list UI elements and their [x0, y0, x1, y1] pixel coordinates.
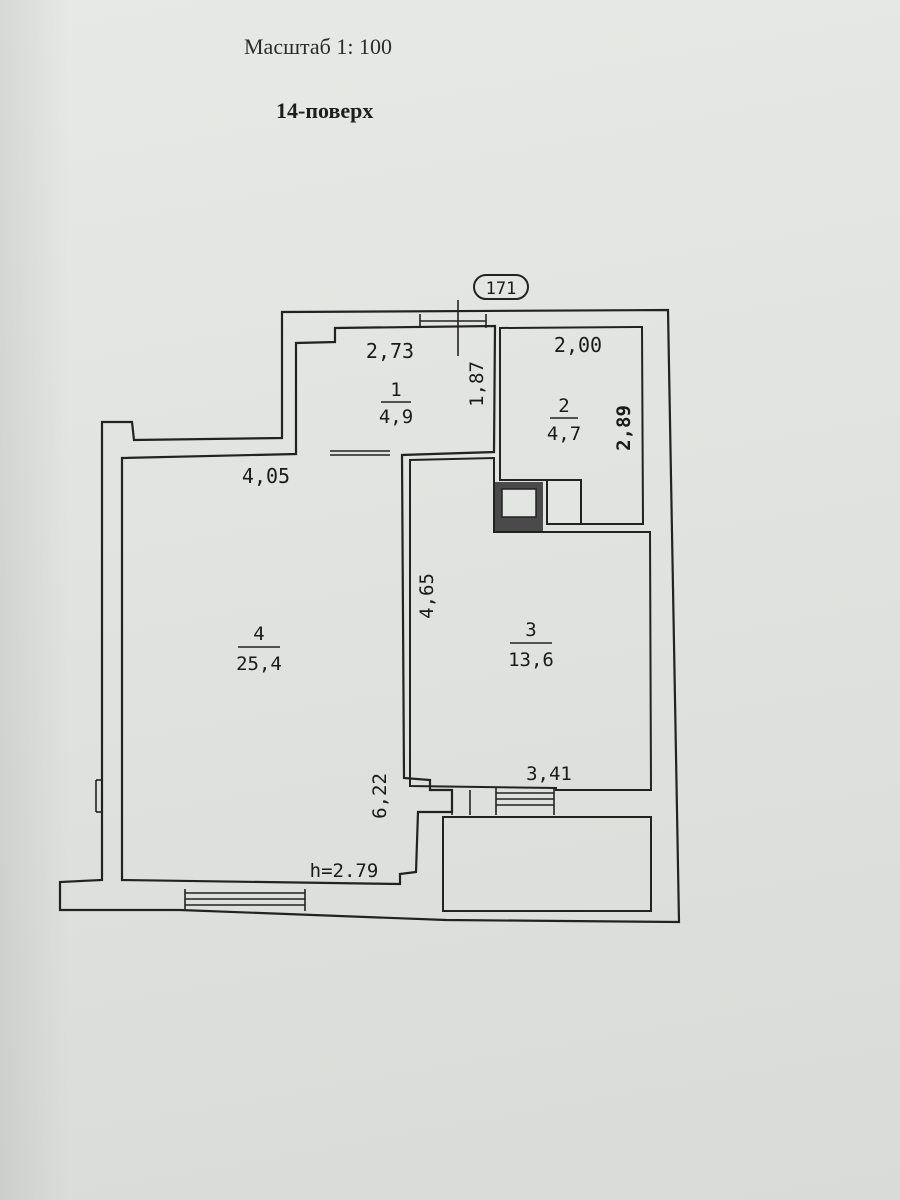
floor-label: 14-поверх: [276, 98, 374, 123]
vent-shaft-inner-a: [501, 488, 537, 518]
room-1-area: 4,9: [379, 406, 413, 428]
room-4-width: 4,05: [242, 464, 290, 488]
loggia-outline: [442, 816, 652, 912]
room-2-depth: 2,89: [613, 405, 635, 451]
room-2-width: 2,00: [554, 333, 602, 357]
window-bottom: [184, 889, 306, 911]
inner-wall-outline-left: [120, 324, 497, 886]
room-1-depth: 1,87: [466, 361, 488, 407]
apartment-badge-frame: [473, 274, 529, 300]
room-3-labels: 3 13,6 3,41 4,65: [416, 573, 572, 785]
room-1-width: 2,73: [366, 339, 414, 363]
room-3-walls: [409, 456, 653, 791]
room-4-area: 25,4: [236, 653, 282, 675]
left-wall-notch: [95, 779, 102, 813]
room-1-labels: 2,73 1 4,9 1,87: [366, 339, 488, 428]
apartment-number: 171: [486, 279, 517, 299]
room-3-outline: [409, 456, 653, 791]
balcony-door: [451, 788, 555, 815]
room-2-area: 4,7: [547, 423, 581, 445]
vent-shaft: [495, 479, 582, 532]
room-3-width: 3,41: [526, 763, 572, 785]
outer-walls: [58, 308, 681, 924]
page-shadow: [0, 0, 70, 1200]
room-3-depth: 4,65: [416, 573, 438, 619]
room-2-labels: 2,00 2 4,7 2,89: [547, 333, 635, 451]
room-4-number: 4: [253, 623, 264, 645]
room-4-depth: 6,22: [369, 773, 391, 819]
room-1-number: 1: [390, 379, 401, 401]
openings: [95, 300, 555, 911]
room-2-number: 2: [558, 395, 569, 417]
apartment-badge: 171: [473, 274, 529, 300]
entrance-door: [419, 300, 487, 356]
loggia-walls: [442, 816, 652, 912]
scale-label: Масштаб 1: 100: [244, 34, 392, 59]
vent-shaft-inner-b: [546, 479, 582, 525]
outer-wall-outline: [58, 308, 681, 924]
room-3-number: 3: [525, 619, 536, 641]
room-3-area: 13,6: [508, 649, 554, 671]
room-4-labels: 4,05 4 25,4 6,22: [236, 464, 391, 819]
room-1-door: [330, 450, 390, 456]
ceiling-height: h=2.79: [310, 860, 379, 882]
